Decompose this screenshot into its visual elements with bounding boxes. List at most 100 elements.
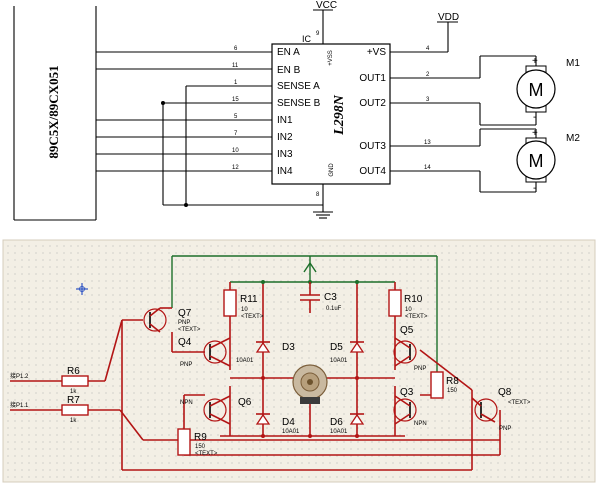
motor-m2-minus: -	[533, 183, 536, 194]
motor-m2-plus: +	[532, 128, 538, 139]
input-p12-label: 接P1.2	[10, 372, 29, 380]
mcu-label: 89C5X/89CX051	[46, 65, 61, 158]
d3-ref: D3	[282, 342, 295, 353]
d5-ref: D5	[330, 342, 343, 353]
q8-text: <TEXT>	[508, 400, 531, 406]
resistor-r8: R8 150	[430, 371, 459, 399]
motor-m1-symbol: M	[529, 80, 544, 100]
pin-num-9: 9	[316, 31, 320, 37]
diode-d4: D4 10A01	[255, 413, 300, 435]
transistor-q3: Q3 NPN	[393, 387, 427, 427]
q4-ref: Q4	[178, 337, 192, 348]
resistor-r11: R11 10 <TEXT>	[223, 289, 264, 320]
q5-ref: Q5	[400, 325, 414, 336]
pin-name-out4: OUT4	[359, 166, 386, 177]
r10-value: 10	[405, 307, 412, 313]
r9-ref: R9	[194, 432, 207, 443]
ic-label: IC	[302, 34, 312, 44]
r9-value: 150	[195, 444, 206, 450]
ground-net: 8	[313, 184, 333, 219]
q8-type: PNP	[499, 426, 511, 432]
c3-value: 0.1uF	[326, 306, 342, 312]
origin-marker-icon	[76, 283, 88, 295]
resistor-r10: R10 10 <TEXT>	[388, 289, 428, 320]
motor-m2-symbol: M	[529, 151, 544, 171]
motor-m2-label: M2	[566, 133, 580, 144]
d6-value: 10A01	[330, 429, 348, 435]
top-schematic: 89C5X/89CX051 IC L298N +VSS GND EN A EN …	[13, 0, 580, 221]
pin-num-11: 11	[232, 63, 239, 69]
vcc-net: VCC 9	[313, 0, 337, 44]
pin-num-5: 5	[234, 114, 238, 120]
motor-m1-label: M1	[566, 58, 580, 69]
mcu-block: 89C5X/89CX051	[13, 6, 97, 221]
pin-num-7: 7	[234, 131, 238, 137]
pin-name-sense-a: SENSE A	[277, 81, 320, 92]
left-pin-wires	[96, 51, 323, 207]
pin-num-15: 15	[232, 97, 239, 103]
pin-name-en-a: EN A	[277, 47, 300, 58]
pin-num-12: 12	[232, 165, 239, 171]
r7-ref: R7	[67, 395, 80, 406]
transistor-q6: Q6 NPN	[180, 395, 252, 425]
circuit-wires	[10, 282, 501, 471]
motor-m2: M + - M2	[516, 128, 580, 194]
d6-ref: D6	[330, 417, 343, 428]
r8-ref: R8	[446, 376, 459, 387]
pin-name-out3: OUT3	[359, 141, 386, 152]
output-wires	[390, 55, 537, 193]
pin-name-out2: OUT2	[359, 98, 386, 109]
motor-m1: M + - M1	[516, 56, 580, 123]
transistor-q4: Q4 PNP	[178, 337, 231, 368]
pin-num-13: 13	[424, 140, 431, 146]
pin-num-1: 1	[234, 80, 238, 86]
r11-text: <TEXT>	[241, 314, 264, 320]
motor-icon	[292, 364, 328, 436]
pin-name-out1: OUT1	[359, 73, 386, 84]
d5-value: 10A01	[330, 358, 348, 364]
r6-ref: R6	[67, 366, 80, 377]
q7-type: PNP	[178, 320, 190, 326]
pin-num-6: 6	[234, 46, 238, 52]
transistor-q8: Q8 PNP <TEXT>	[471, 387, 531, 432]
r6-value: 1k	[70, 389, 77, 395]
pin-name-vs: +VS	[367, 47, 387, 58]
chip-name: L298N	[332, 94, 347, 136]
capacitor-c3: C3 0.1uF	[300, 282, 342, 313]
pin-num-10: 10	[232, 148, 239, 154]
q7-ref: Q7	[178, 308, 192, 319]
pin-num-14: 14	[424, 165, 431, 171]
d4-ref: D4	[282, 417, 295, 428]
r11-ref: R11	[240, 294, 258, 305]
r7-value: 1k	[70, 418, 77, 424]
pin-num-2: 2	[426, 72, 430, 78]
diode-d5: D5 10A01	[330, 341, 365, 364]
transistor-q5: Q5 PNP	[393, 325, 426, 372]
resistor-r6: R6 1k	[61, 366, 89, 395]
q7-text: <TEXT>	[178, 327, 201, 333]
q4-type: PNP	[180, 362, 192, 368]
diode-d6: D6 10A01	[330, 413, 365, 435]
pin-name-sense-b: SENSE B	[277, 98, 321, 109]
resistor-r9: R9 150 <TEXT>	[177, 428, 218, 457]
q8-ref: Q8	[498, 387, 512, 398]
pin-name-in4: IN4	[277, 166, 293, 177]
q5-type: PNP	[414, 366, 426, 372]
r9-text: <TEXT>	[195, 451, 218, 457]
vss-label: +VSS	[328, 50, 334, 66]
vdd-label: VDD	[438, 12, 459, 23]
d4-value: 10A01	[282, 429, 300, 435]
r10-text: <TEXT>	[405, 314, 428, 320]
vcc-label: VCC	[316, 0, 337, 11]
motor-m1-plus: +	[532, 56, 538, 67]
input-p11-label: 接P1.1	[10, 401, 29, 409]
r8-value: 150	[447, 388, 458, 394]
diode-d3: D3 10A01	[236, 341, 295, 364]
transistor-q7: Q7 PNP <TEXT>	[143, 307, 201, 333]
q6-ref: Q6	[238, 397, 252, 408]
pin-name-en-b: EN B	[277, 65, 301, 76]
d3-value: 10A01	[236, 358, 254, 364]
vdd-net: VDD 4	[390, 12, 459, 53]
q6-type: NPN	[180, 400, 193, 406]
